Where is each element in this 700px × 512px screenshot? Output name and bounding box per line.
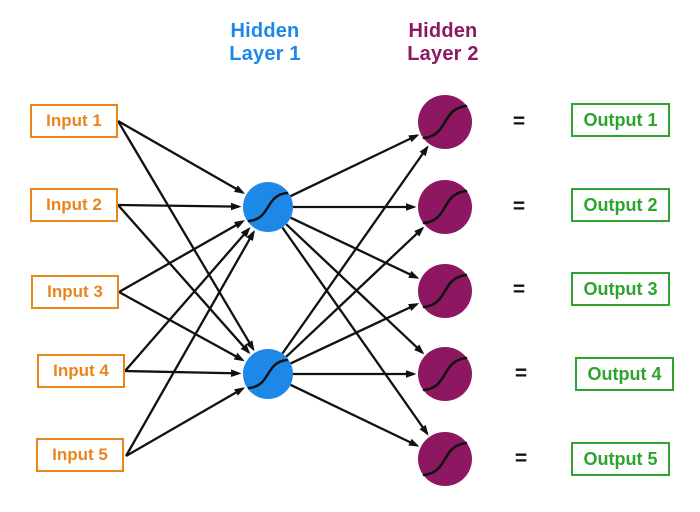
edge-h1b-to-h2b (285, 226, 425, 358)
sigmoid-icon (247, 191, 289, 223)
sigmoid-icon (247, 358, 289, 390)
hidden-layer-1-title: Hidden Layer 1 (229, 20, 301, 65)
hidden2-neuron-1 (418, 95, 472, 149)
edge-h1b-to-h2c (290, 303, 420, 365)
sigmoid-icon (422, 441, 468, 477)
edge-in1-to-h1a (117, 120, 245, 194)
edge-h1b-to-h2a (281, 145, 429, 355)
sigmoid-icon (422, 104, 468, 140)
sigmoid-icon (422, 189, 468, 225)
hidden2-neuron-4 (418, 347, 472, 401)
output-node-4: Output 4 (575, 357, 674, 391)
edge-h1b-to-h2e (290, 383, 420, 447)
hidden2-neuron-5 (418, 432, 472, 486)
output-node-1: Output 1 (571, 103, 670, 137)
edge-in3-to-h1a (118, 220, 245, 293)
edge-in4-to-h1b (124, 369, 242, 378)
edge-in4-to-h1a (124, 227, 251, 372)
edge-in3-to-h1b (118, 290, 245, 362)
output-node-3: Output 3 (571, 272, 670, 306)
input-node-3: Input 3 (31, 275, 119, 309)
hidden-layer-2-title: Hidden Layer 2 (407, 20, 479, 65)
edge-in1-to-h1b (117, 120, 255, 352)
hidden1-neuron-2 (243, 349, 293, 399)
hidden2-neuron-2 (418, 180, 472, 234)
edge-h1a-to-h2c (290, 216, 420, 279)
hidden1-neuron-1 (243, 182, 293, 232)
equals-sign-4: = (514, 362, 528, 385)
output-node-2: Output 2 (571, 188, 670, 222)
edge-in5-to-h1a (125, 230, 255, 457)
input-node-2: Input 2 (30, 188, 118, 222)
edge-in2-to-h1b (117, 204, 251, 355)
equals-sign-5: = (514, 447, 528, 470)
sigmoid-icon (422, 356, 468, 392)
edge-layer (117, 120, 429, 457)
equals-sign-3: = (512, 278, 526, 301)
equals-sign-2: = (512, 195, 526, 218)
edge-in2-to-h1a (117, 202, 242, 211)
edge-h1a-to-h2a (290, 134, 420, 198)
input-node-4: Input 4 (37, 354, 125, 388)
hidden2-neuron-3 (418, 264, 472, 318)
output-node-5: Output 5 (571, 442, 670, 476)
equals-sign-1: = (512, 110, 526, 133)
edge-h1a-to-h2d (285, 223, 425, 355)
input-node-5: Input 5 (36, 438, 124, 472)
edge-h1a-to-h2e (281, 226, 429, 436)
input-node-1: Input 1 (30, 104, 118, 138)
sigmoid-icon (422, 273, 468, 309)
edge-in5-to-h1b (125, 387, 246, 457)
